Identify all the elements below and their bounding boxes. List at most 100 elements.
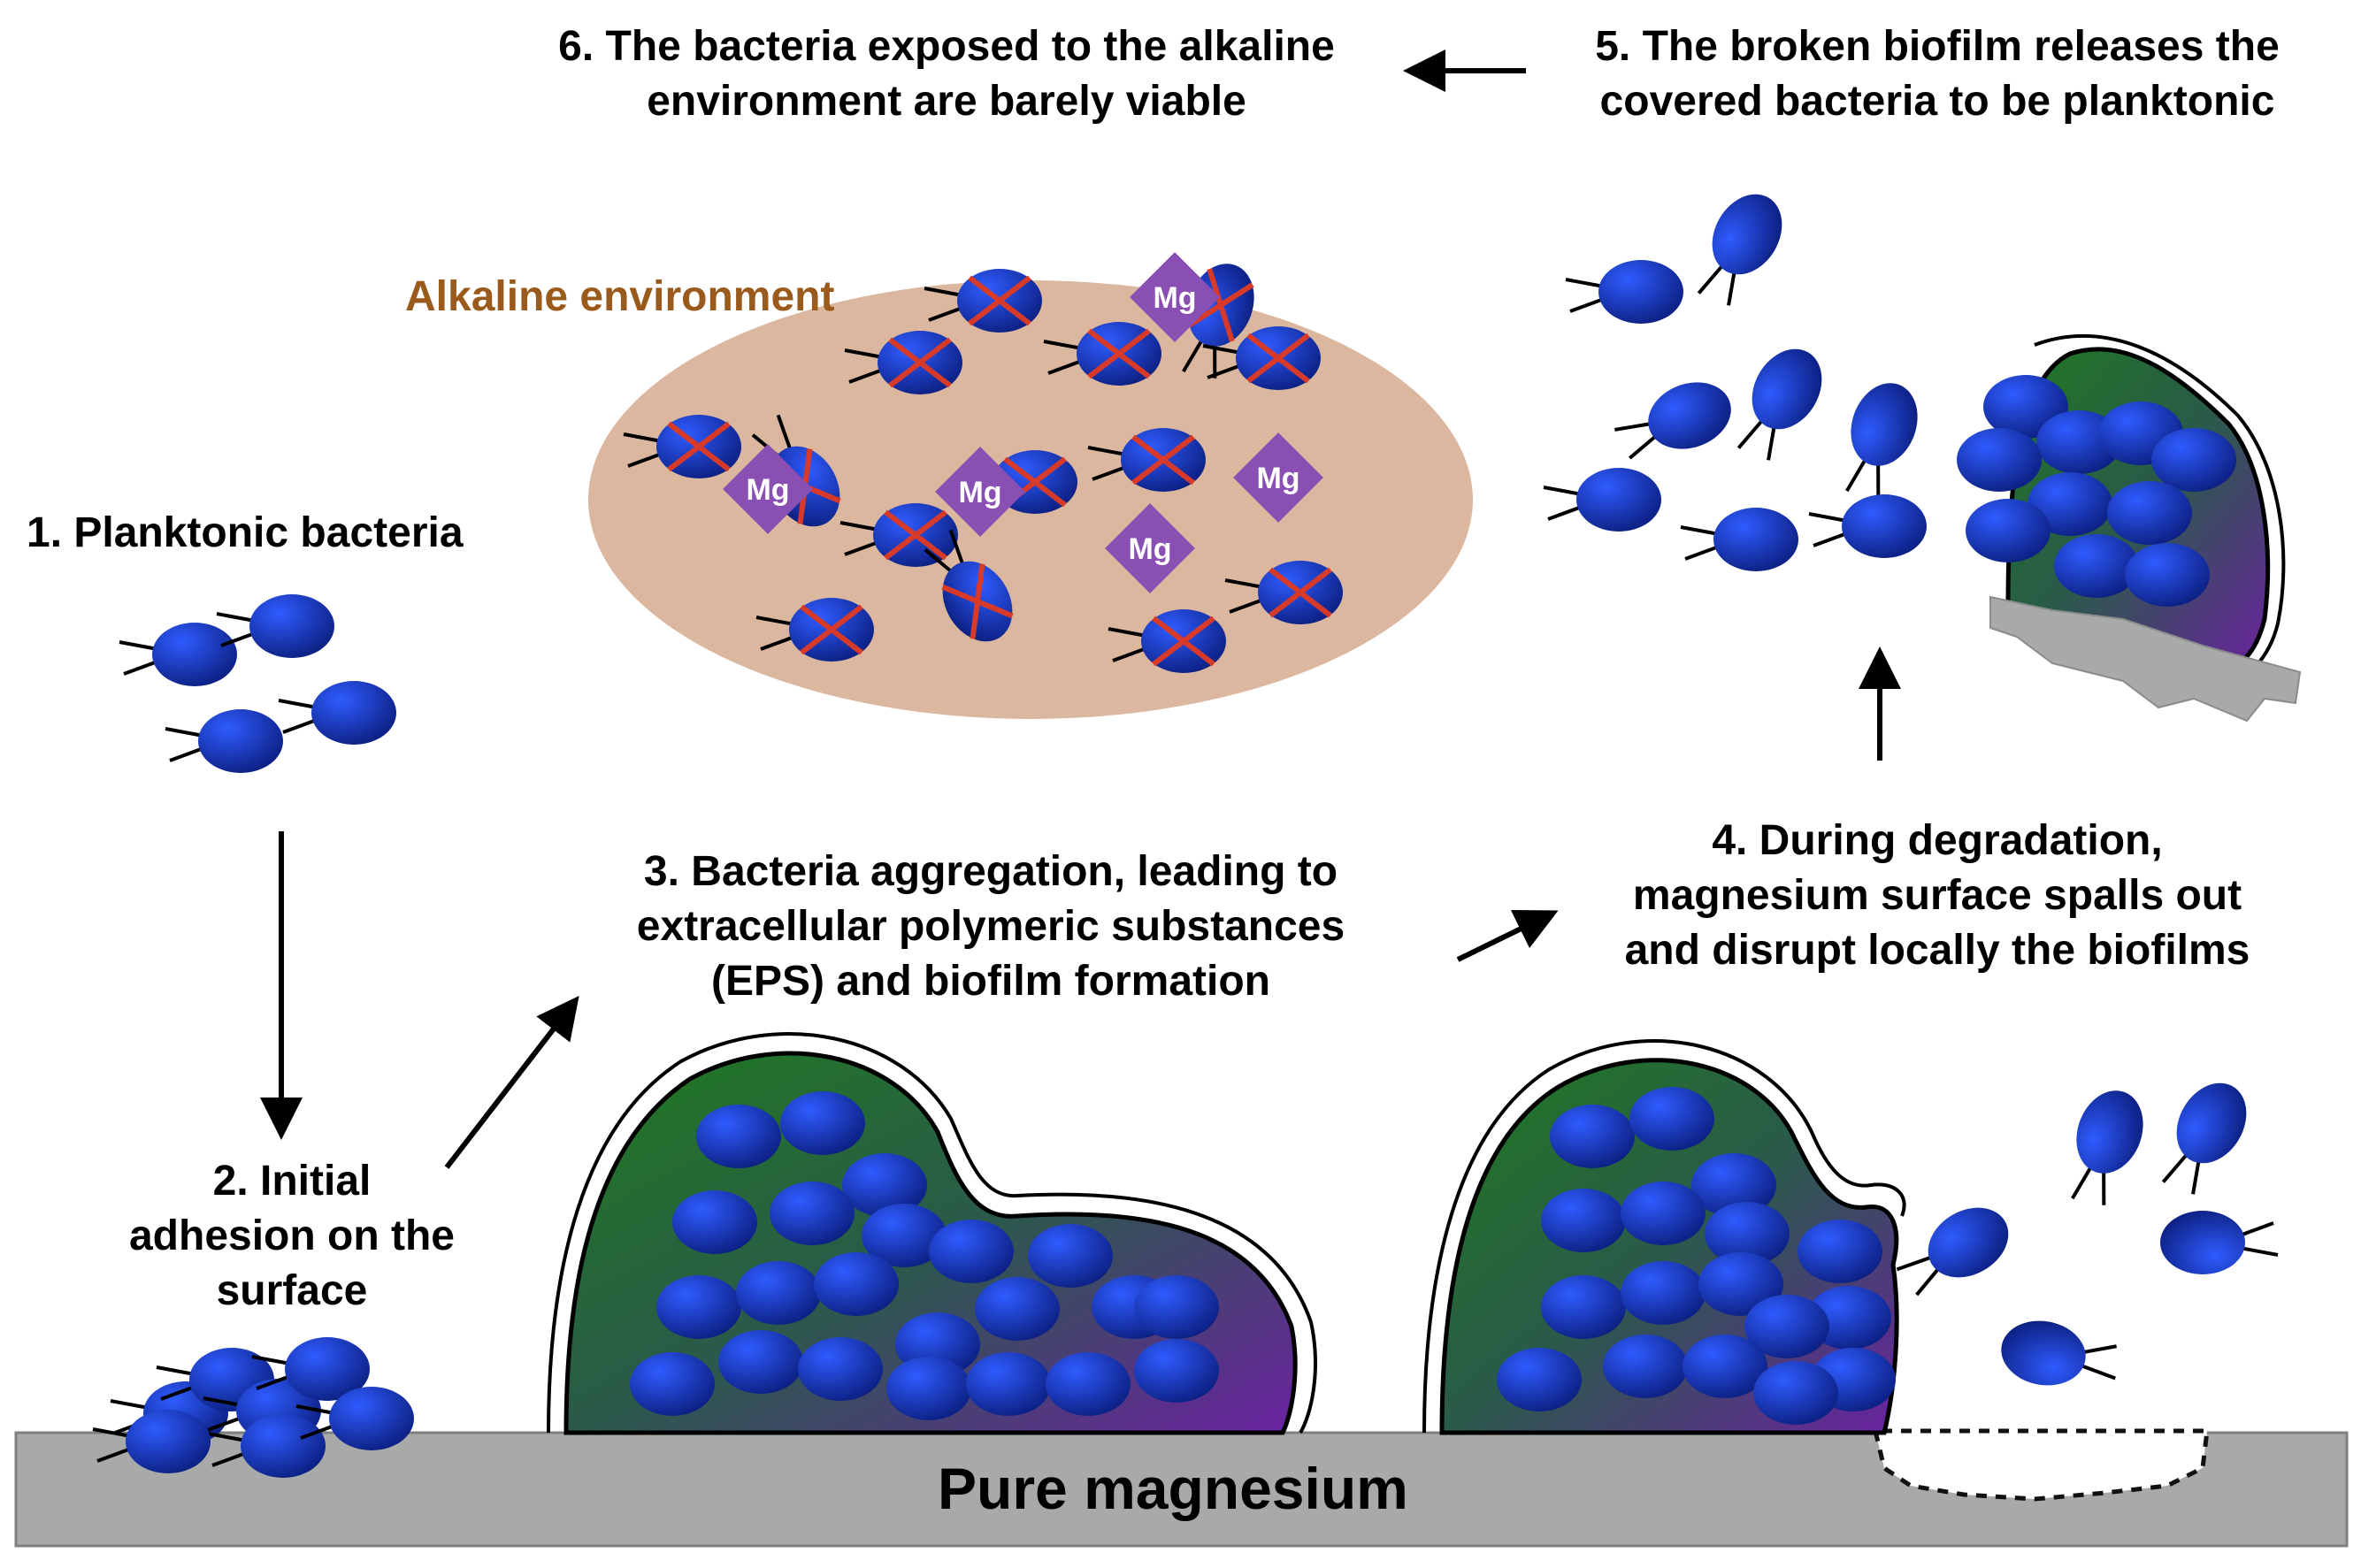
bacterium — [1134, 1275, 1219, 1339]
substrate-label: Pure magnesium — [938, 1456, 1408, 1521]
bacterium — [2028, 472, 2112, 536]
mg-ion-label: Mg — [746, 473, 789, 507]
dead-bacterium — [755, 598, 874, 662]
bacterium — [1753, 1361, 1838, 1425]
spalled-magnesium-fragment — [1989, 595, 2302, 723]
mg-ion-label: Mg — [958, 476, 1001, 509]
bacterium — [1736, 348, 1822, 461]
mg-ion: Mg — [935, 447, 1025, 537]
bacterium — [1683, 1335, 1767, 1398]
bacterium — [251, 1337, 370, 1401]
bacterium — [1896, 1207, 2009, 1296]
bacterium — [1028, 1224, 1113, 1288]
arrow-step2-to-step3 — [444, 995, 579, 1169]
dead-bacterium — [844, 331, 962, 394]
bacterium — [1697, 194, 1782, 306]
bacterium — [2125, 543, 2210, 607]
bacterium — [1541, 1275, 1626, 1339]
bacterium — [862, 1204, 947, 1267]
step6-label: 6. The bacteria exposed to the alkaline … — [558, 23, 1335, 125]
bacterium — [975, 1277, 1060, 1341]
bacterium — [1966, 499, 2051, 562]
bacterium — [1798, 1220, 1882, 1283]
bacterium — [1957, 428, 2042, 492]
bacterium — [656, 1275, 741, 1339]
bacterium — [1497, 1348, 1582, 1411]
dead-bacterium — [1087, 428, 1206, 492]
bacterium — [1691, 1153, 1776, 1217]
bacterium — [2151, 428, 2236, 492]
bacterium — [780, 1091, 865, 1155]
mg-ion-label: Mg — [1153, 281, 1196, 315]
bacterium — [929, 1220, 1014, 1283]
bacterium — [1629, 1087, 1714, 1151]
bacterium — [736, 1261, 821, 1325]
dead-bacterium — [924, 269, 1042, 333]
bacterium — [1134, 1339, 1219, 1403]
bacterium — [718, 1330, 803, 1394]
step4-label: 4. During degradation, magnesium surface… — [1624, 817, 2250, 974]
dead-bacterium — [1224, 561, 1343, 624]
bacterium — [2001, 1320, 2117, 1386]
spall-pit — [1872, 1428, 2210, 1502]
bacterium — [1744, 1295, 1829, 1358]
bacterium — [886, 1357, 971, 1420]
bacterium — [1543, 468, 1661, 532]
bacterium — [1046, 1352, 1131, 1416]
bacterium — [696, 1105, 781, 1168]
biofilm-outline-step3 — [547, 1032, 1317, 1434]
arrow-step3-to-step4 — [1456, 909, 1559, 962]
bacterium — [119, 623, 237, 686]
bacterium — [165, 709, 283, 773]
step1-label: 1. Planktonic bacteria — [27, 509, 464, 556]
biofilm-outline-step5 — [2034, 333, 2286, 687]
bacterium — [630, 1352, 715, 1416]
bacterium — [842, 1153, 927, 1217]
bacteria-layer — [92, 194, 2279, 1478]
mg-ion: Mg — [1105, 503, 1195, 593]
bacterium — [1603, 1335, 1688, 1398]
bacterium — [295, 1387, 414, 1450]
bacterium — [1541, 1189, 1626, 1252]
bacterium — [278, 681, 396, 745]
bacterium — [2161, 1082, 2247, 1195]
bacterium — [1705, 1202, 1790, 1266]
bacterium — [2160, 1211, 2279, 1274]
mg-ion: Mg — [1130, 252, 1220, 342]
bacterium — [770, 1182, 855, 1245]
step5-label: 5. The broken biofilm releases the cover… — [1595, 23, 2280, 125]
alkaline-environment-label: Alkaline environment — [405, 273, 835, 320]
bacterium — [1680, 508, 1798, 571]
bacterium — [216, 594, 334, 658]
bacterium — [814, 1252, 899, 1316]
dead-bacterium — [1043, 322, 1161, 386]
bacterium — [798, 1337, 883, 1401]
dead-bacterium — [1202, 326, 1321, 390]
dead-bacterium — [924, 529, 1014, 642]
bacterium — [2054, 534, 2139, 598]
bacterium — [672, 1190, 757, 1254]
step3-label: 3. Bacteria aggregation, leading to extr… — [636, 848, 1345, 1005]
bacterium — [1808, 494, 1927, 558]
bacterium — [92, 1410, 211, 1473]
bacterium — [1550, 1105, 1635, 1168]
bacterium — [1621, 1261, 1706, 1325]
bacterium — [1621, 1182, 1706, 1245]
bacterium — [2107, 481, 2192, 545]
mg-ion-label: Mg — [1256, 462, 1299, 495]
dead-bacterium — [623, 415, 741, 478]
bacterium — [966, 1352, 1051, 1416]
bacterium — [1614, 382, 1731, 460]
biofilm-outline-step4 — [1422, 1039, 1906, 1434]
mg-ion: Mg — [1233, 432, 1323, 523]
bacterium — [1698, 1252, 1783, 1316]
bacterium — [1565, 260, 1683, 324]
bacterium — [1845, 383, 1918, 498]
bacterium — [207, 1414, 326, 1478]
bacterium — [2071, 1090, 2143, 1205]
mg-ion-label: Mg — [1128, 532, 1171, 566]
dead-bacterium — [1108, 609, 1226, 673]
step2-label: 2. Initial adhesion on the surface — [128, 1158, 455, 1314]
